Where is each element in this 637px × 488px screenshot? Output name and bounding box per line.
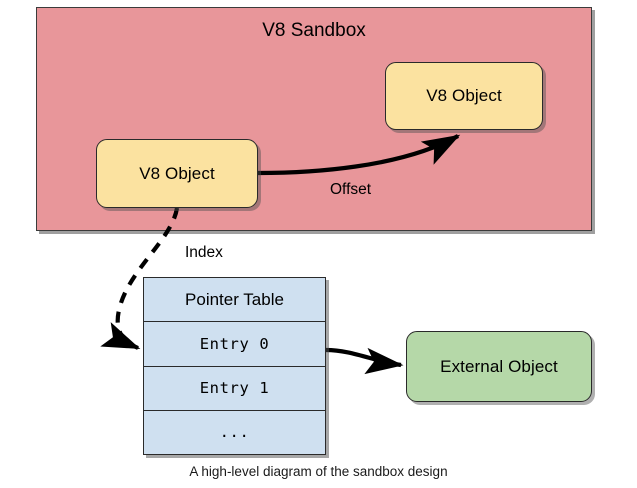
sandbox-title: V8 Sandbox [262, 20, 366, 41]
pointer-table-row-ellipsis[interactable]: ... [144, 411, 325, 454]
offset-connector [257, 134, 461, 176]
external-object-label: External Object [440, 356, 558, 376]
index-edge-label: Index [185, 244, 223, 261]
v8-object-left-label: V8 Object [139, 163, 215, 183]
pointer-table[interactable]: Pointer Table Entry 0 Entry 1 ... [143, 277, 326, 455]
pointer-table-header-label: Pointer Table [185, 289, 284, 309]
ellipsis-label: ... [219, 423, 250, 442]
diagram-caption: A high-level diagram of the sandbox desi… [189, 464, 448, 479]
pointer-table-header-row: Pointer Table [144, 278, 325, 323]
external-object-box[interactable]: External Object [406, 331, 592, 402]
entry-1-label: Entry 1 [199, 379, 270, 398]
v8-object-box-left[interactable]: V8 Object [96, 139, 258, 208]
pointer-table-row-entry-0[interactable]: Entry 0 [144, 322, 325, 367]
offset-edge-label: Offset [330, 181, 372, 198]
entry-0-label: Entry 0 [199, 334, 270, 353]
index-connector [100, 207, 180, 350]
v8-object-box-right[interactable]: V8 Object [385, 62, 543, 130]
v8-object-right-label: V8 Object [426, 86, 502, 105]
entry0-external-connector [325, 347, 404, 375]
pointer-table-row-entry-1[interactable]: Entry 1 [144, 367, 325, 411]
